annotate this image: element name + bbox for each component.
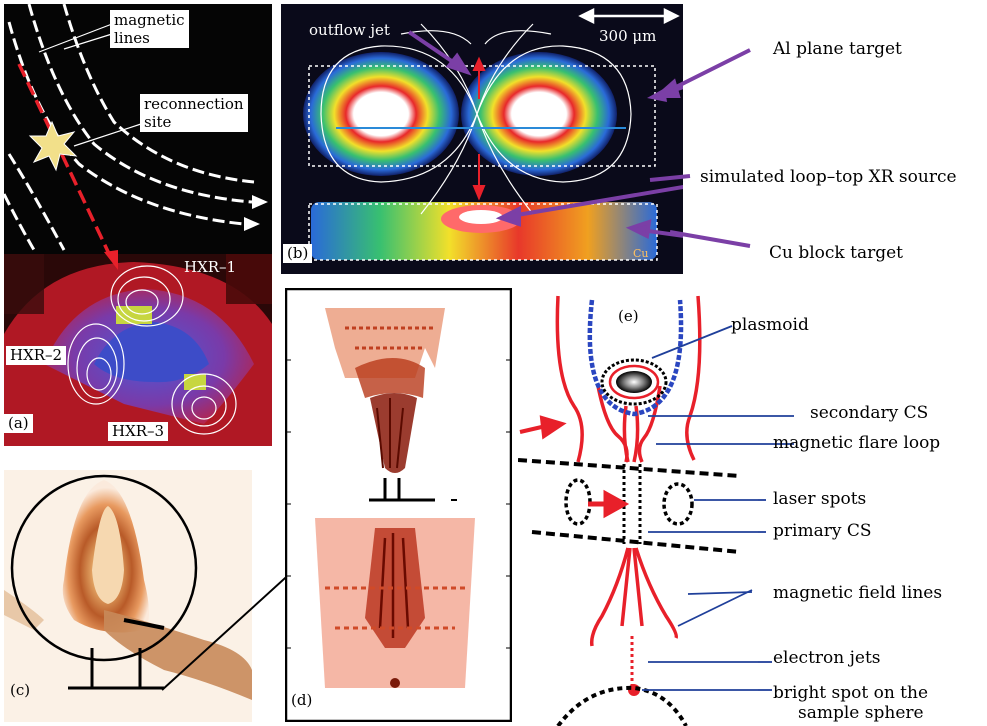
annotation-lines xyxy=(642,326,758,690)
panel-b-label: (b) xyxy=(283,244,312,263)
hxr2-label: HXR–2 xyxy=(6,346,66,365)
cu-target-label: Cu block target xyxy=(769,244,903,264)
panel-e-label: (e) xyxy=(618,308,639,325)
al-target-label: Al plane target xyxy=(773,40,902,60)
magnetic-lines-label: magnetic lines xyxy=(110,10,189,48)
panel-b: outflow jet 300 μm Cu (b) xyxy=(281,4,683,274)
secondary-cs-label: secondary CS xyxy=(810,404,928,424)
loop-top-label: simulated loop–top XR source xyxy=(700,168,957,188)
lower-jet xyxy=(315,518,475,688)
panel-d-label: (d) xyxy=(291,692,312,709)
lower-field-lines xyxy=(592,548,677,646)
panel-e-figure xyxy=(518,286,758,726)
panel-a-label: (a) xyxy=(4,414,33,433)
hxr1-label: HXR–1 xyxy=(184,259,236,276)
primary-cs-label: primary CS xyxy=(773,522,872,542)
panel-a: magnetic lines reconnection site HXR–1 H… xyxy=(4,4,272,446)
panel-c-label: (c) xyxy=(10,682,30,699)
flare-loop-label: magnetic flare loop xyxy=(773,434,940,454)
target-planes xyxy=(518,460,740,552)
panel-d: (d) xyxy=(285,288,512,722)
sample-sphere xyxy=(558,688,686,726)
laser-spot-left xyxy=(566,480,590,524)
panel-a-figure xyxy=(4,4,272,446)
left-hot-spot xyxy=(303,52,459,176)
plasmoid-label: plasmoid xyxy=(731,316,809,336)
laser-spot-right xyxy=(664,484,692,524)
panel-b-outer-arrows xyxy=(640,30,760,270)
panel-d-figure xyxy=(285,288,512,722)
plasmoid xyxy=(616,371,652,393)
outflow-jet-label: outflow jet xyxy=(309,22,390,39)
electron-jets-label: electron jets xyxy=(773,649,881,669)
inflow-arrow-upper xyxy=(520,418,562,436)
field-lines-label: magnetic field lines xyxy=(773,584,942,604)
bright-spot-label-2: sample sphere xyxy=(798,704,924,724)
bright-spot-label-1: bright spot on the xyxy=(773,684,928,704)
panel-e: (e) xyxy=(518,286,758,726)
inflow-arrow-lower xyxy=(588,494,624,514)
laser-spots-label: laser spots xyxy=(773,490,866,510)
hxr3-label: HXR–3 xyxy=(108,422,168,441)
reconnection-site-label: reconnection site xyxy=(140,94,248,132)
